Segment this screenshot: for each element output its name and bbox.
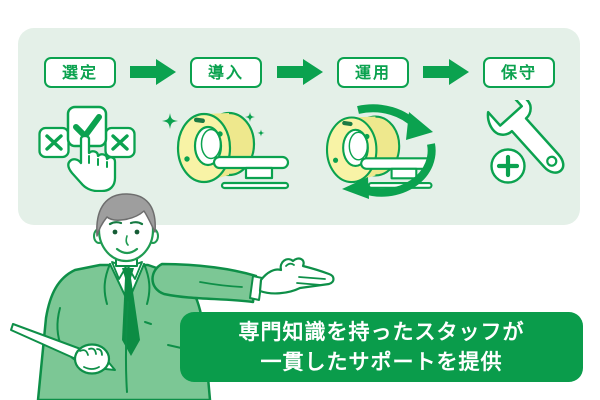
support-banner: 専門知識を持ったスタッフが 一貫したサポートを提供 xyxy=(180,312,583,382)
flow-arrow-icon xyxy=(423,59,469,85)
step-label-installation: 導入 xyxy=(207,62,244,82)
ct-scanner-icon xyxy=(162,111,290,190)
step-box-operation: 運用 xyxy=(337,57,409,88)
banner-line-1: 専門知識を持ったスタッフが xyxy=(238,319,525,344)
ct-scanner-cycle-icon xyxy=(325,104,436,199)
step-box-selection: 選定 xyxy=(44,57,116,88)
step-box-installation: 導入 xyxy=(190,57,262,88)
wrench-plus-icon xyxy=(486,100,565,184)
step-label-operation: 運用 xyxy=(354,62,391,82)
step-label-maintenance: 保守 xyxy=(500,62,537,82)
flow-arrow-icon xyxy=(130,59,176,85)
selection-check-icon xyxy=(38,105,136,192)
banner-line-2: 一貫したサポートを提供 xyxy=(260,350,503,374)
businessman-presenting-icon xyxy=(10,193,335,400)
flow-arrow-icon xyxy=(277,59,323,85)
step-label-selection: 選定 xyxy=(61,62,98,82)
step-box-maintenance: 保守 xyxy=(483,57,555,88)
